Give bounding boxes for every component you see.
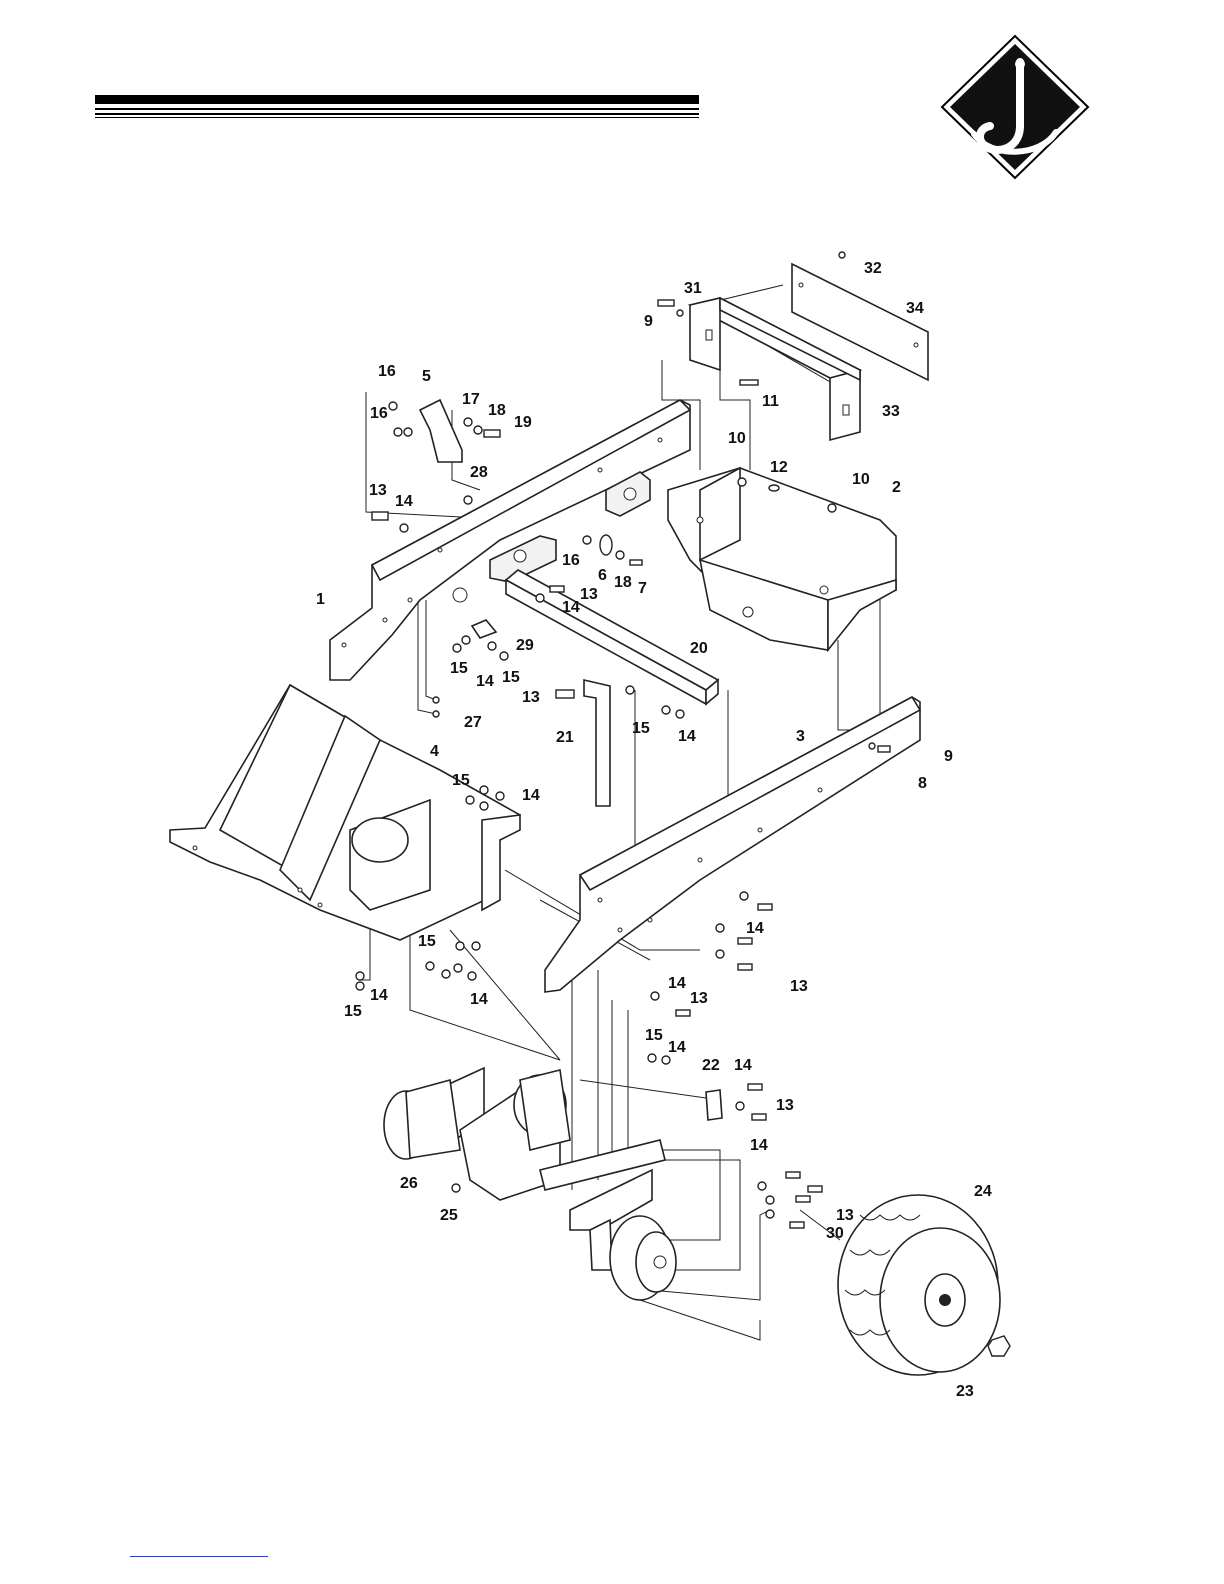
callout-14: 14 <box>562 599 580 616</box>
callout-13: 13 <box>690 990 708 1007</box>
callout-12: 12 <box>770 459 788 476</box>
callout-4: 4 <box>430 743 439 760</box>
callout-3: 3 <box>796 728 805 745</box>
callout-13: 13 <box>790 978 808 995</box>
callout-10: 10 <box>852 471 870 488</box>
callout-30: 30 <box>826 1225 844 1242</box>
callout-15: 15 <box>632 720 650 737</box>
callout-26: 26 <box>400 1175 418 1192</box>
callout-14: 14 <box>395 493 413 510</box>
callout-14: 14 <box>370 987 388 1004</box>
callout-16: 16 <box>378 363 396 380</box>
callout-11: 11 <box>762 393 779 410</box>
callout-14: 14 <box>668 975 686 992</box>
callout-9: 9 <box>944 748 953 765</box>
callout-2: 2 <box>892 479 901 496</box>
callout-13: 13 <box>522 689 540 706</box>
callout-15: 15 <box>502 669 520 686</box>
callout-14: 14 <box>522 787 540 804</box>
callout-8: 8 <box>918 775 927 792</box>
part-20-cross-tube <box>506 570 718 704</box>
part-24-tire <box>838 1195 1000 1375</box>
callout-22: 22 <box>702 1057 720 1074</box>
callout-14: 14 <box>734 1057 752 1074</box>
callout-14: 14 <box>476 673 494 690</box>
callout-13: 13 <box>580 586 598 603</box>
part-2-control-box <box>668 468 896 650</box>
callout-7: 7 <box>638 580 647 597</box>
callout-15: 15 <box>418 933 436 950</box>
part-26-transaxle-assembly <box>384 1068 676 1300</box>
callout-18: 18 <box>488 402 506 419</box>
callout-32: 32 <box>864 260 882 277</box>
callout-34: 34 <box>906 300 924 317</box>
callout-20: 20 <box>690 640 708 657</box>
callout-14: 14 <box>470 991 488 1008</box>
callout-16: 16 <box>562 552 580 569</box>
callout-13: 13 <box>369 482 387 499</box>
part-21-strap <box>584 680 610 806</box>
callout-13: 13 <box>836 1207 854 1224</box>
callout-27: 27 <box>464 714 482 731</box>
callout-16: 16 <box>370 405 388 422</box>
callout-33: 33 <box>882 403 900 420</box>
callout-15: 15 <box>645 1027 663 1044</box>
callout-24: 24 <box>974 1183 992 1200</box>
callout-14: 14 <box>750 1137 768 1154</box>
callout-15: 15 <box>452 772 470 789</box>
callout-5: 5 <box>422 368 431 385</box>
callout-29: 29 <box>516 637 534 654</box>
callout-14: 14 <box>668 1039 686 1056</box>
callout-21: 21 <box>556 729 574 746</box>
callout-18: 18 <box>614 574 632 591</box>
part-5-bracket <box>420 400 462 462</box>
callout-17: 17 <box>462 391 480 408</box>
callout-28: 28 <box>470 464 488 481</box>
callout-31: 31 <box>684 280 702 297</box>
callout-10: 10 <box>728 430 746 447</box>
callout-25: 25 <box>440 1207 458 1224</box>
hardware-fasteners <box>356 252 890 1228</box>
callout-15: 15 <box>450 660 468 677</box>
callout-6: 6 <box>598 567 607 584</box>
callout-1: 1 <box>316 591 325 608</box>
callout-19: 19 <box>514 414 532 431</box>
callout-9: 9 <box>644 313 653 330</box>
callout-14: 14 <box>746 920 764 937</box>
part-22-bracket <box>706 1090 722 1120</box>
callout-13: 13 <box>776 1097 794 1114</box>
callout-14: 14 <box>678 728 696 745</box>
footer-link-underline[interactable] <box>130 1556 268 1557</box>
callout-15: 15 <box>344 1003 362 1020</box>
callout-23: 23 <box>956 1383 974 1400</box>
part-29-clip <box>472 620 496 638</box>
